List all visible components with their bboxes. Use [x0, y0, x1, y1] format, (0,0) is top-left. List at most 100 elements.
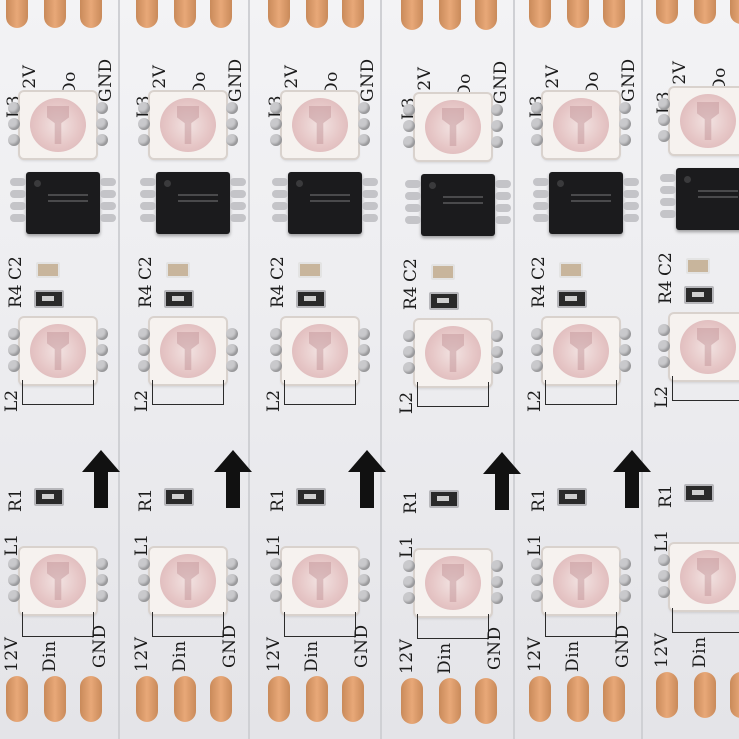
led-pins	[138, 554, 150, 606]
led-pins	[491, 556, 503, 608]
chip-pins	[100, 174, 116, 226]
led-l2	[150, 318, 226, 384]
direction-arrow	[214, 450, 252, 510]
label-gnd-bottom: GND	[613, 624, 633, 668]
led-pins	[358, 324, 370, 376]
led-l1	[670, 544, 739, 610]
led-l1	[282, 548, 358, 614]
label-gnd: GND	[491, 60, 511, 104]
led-lens	[553, 554, 609, 608]
led-l1-outline	[152, 612, 224, 637]
led-pins	[8, 98, 20, 150]
led-pins	[491, 326, 503, 378]
chip-mk	[48, 194, 88, 196]
label-gnd: GND	[358, 58, 378, 102]
chip-mk	[178, 194, 218, 196]
led-pins	[658, 550, 670, 602]
label-12v-bottom: 12V	[132, 636, 152, 672]
solder-pad	[475, 0, 497, 30]
led-lens	[425, 326, 481, 380]
resistor-r4	[296, 290, 326, 308]
led-l2-outline	[284, 380, 356, 405]
label-l2: L2	[525, 389, 545, 412]
direction-arrow	[348, 450, 386, 510]
label-gnd-bottom: GND	[220, 624, 240, 668]
solder-pad	[44, 676, 66, 722]
capacitor-c2	[298, 262, 322, 278]
direction-arrow	[82, 450, 120, 510]
strip-segment	[248, 0, 250, 739]
label-c2: C2	[529, 256, 549, 280]
resistor-r4	[557, 290, 587, 308]
led-pins	[138, 98, 150, 150]
solder-pad	[210, 676, 232, 722]
solder-pad	[306, 0, 328, 28]
led-lens	[30, 554, 86, 608]
resistor-r1	[429, 490, 459, 508]
solder-pad	[730, 672, 739, 718]
led-pins	[96, 98, 108, 150]
led-l2	[415, 320, 491, 386]
chip-dot	[296, 180, 303, 187]
chip-dot	[164, 180, 171, 187]
label-c2: C2	[6, 256, 26, 280]
label-12v-bottom: 12V	[264, 636, 284, 672]
led-l2	[282, 318, 358, 384]
solder-pad	[80, 676, 102, 722]
chip-pins	[10, 174, 26, 226]
label-l2: L2	[264, 389, 284, 412]
solder-pad	[439, 0, 461, 30]
solder-pad	[694, 0, 716, 24]
label-r1: R1	[401, 490, 421, 514]
led-pins	[531, 98, 543, 150]
label-c2: C2	[268, 256, 288, 280]
chip-pins	[405, 176, 421, 228]
solder-pad	[174, 0, 196, 28]
led-l2-outline	[152, 380, 224, 405]
label-l1: L1	[2, 533, 22, 556]
led-pins	[658, 94, 670, 146]
label-r1: R1	[529, 488, 549, 512]
led-pins	[358, 554, 370, 606]
led-lens	[425, 556, 481, 610]
chip-dot	[557, 180, 564, 187]
label-c2: C2	[401, 258, 421, 282]
led-lens	[30, 324, 86, 378]
chip-dot	[684, 176, 691, 183]
chip-dot	[34, 180, 41, 187]
label-l1: L1	[525, 533, 545, 556]
chip-pins	[623, 174, 639, 226]
led-lens	[680, 94, 736, 148]
capacitor-c2	[559, 262, 583, 278]
led-pins	[270, 98, 282, 150]
label-gnd-bottom: GND	[90, 624, 110, 668]
label-r4: R4	[529, 284, 549, 308]
chip-mk	[571, 194, 611, 196]
led-l3	[150, 92, 226, 158]
led-pins	[403, 556, 415, 608]
label-r1: R1	[656, 484, 676, 508]
label-din: Din	[563, 640, 583, 672]
label-gnd: GND	[96, 58, 116, 102]
label-12v-bottom: 12V	[652, 632, 672, 668]
led-lens	[160, 324, 216, 378]
label-l2: L2	[652, 385, 672, 408]
led-pins	[403, 326, 415, 378]
led-lens	[425, 100, 481, 154]
driver-chip	[549, 172, 623, 234]
led-pins	[531, 324, 543, 376]
chip-pins	[230, 174, 246, 226]
direction-arrow	[613, 450, 651, 510]
label-r4: R4	[136, 284, 156, 308]
led-lens	[160, 554, 216, 608]
led-lens	[680, 320, 736, 374]
led-l1	[415, 550, 491, 616]
solder-pad	[136, 676, 158, 722]
chip-pins	[140, 174, 156, 226]
label-l1: L1	[132, 533, 152, 556]
chip-mk	[443, 196, 483, 198]
label-din: Din	[170, 640, 190, 672]
led-l2-outline	[672, 376, 739, 401]
led-pins	[619, 554, 631, 606]
